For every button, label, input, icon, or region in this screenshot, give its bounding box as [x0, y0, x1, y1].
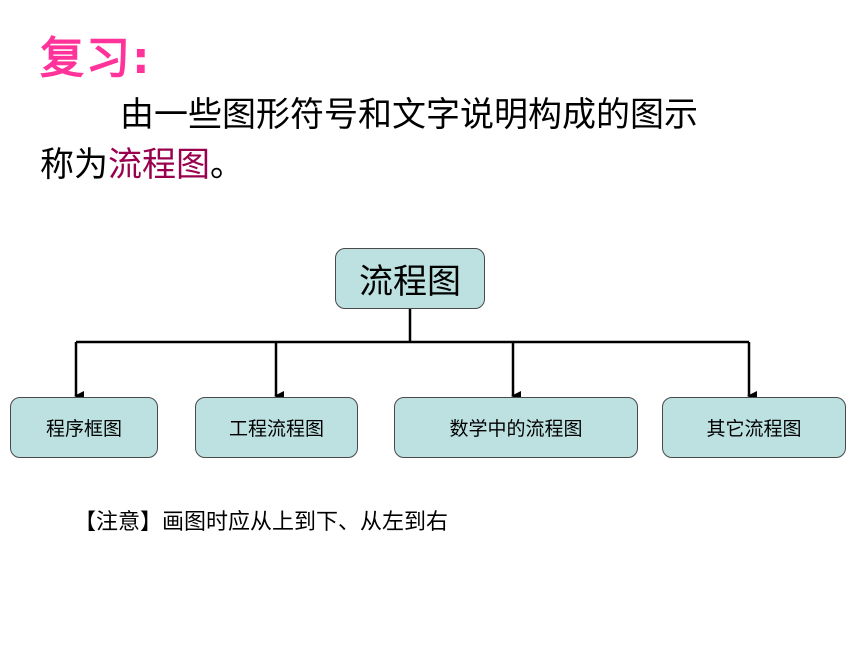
- child-node-label: 数学中的流程图: [449, 418, 583, 440]
- child-node-label: 其它流程图: [706, 418, 802, 440]
- root-node-label: 流程图: [359, 262, 461, 302]
- definition-line-1: 由一些图形符号和文字说明构成的图示: [120, 95, 698, 135]
- child-node-label: 工程流程图: [228, 418, 324, 440]
- definition-paragraph: 由一些图形符号和文字说明构成的图示 称为流程图。: [40, 90, 820, 190]
- note-text: 【注意】画图时应从上到下、从左到右: [74, 510, 449, 535]
- child-node-other-flowchart: 其它流程图: [662, 397, 846, 458]
- definition-line-2-suffix: 。: [210, 145, 244, 185]
- child-node-program-flowchart: 程序框图: [10, 397, 158, 458]
- child-node-label: 程序框图: [45, 418, 122, 440]
- child-node-engineering-flowchart: 工程流程图: [195, 397, 358, 458]
- child-node-math-flowchart: 数学中的流程图: [394, 397, 638, 458]
- definition-line-2-prefix: 称为: [40, 145, 108, 185]
- definition-term: 流程图: [108, 145, 210, 185]
- root-node: 流程图: [335, 248, 485, 309]
- slide-title: 复习:: [40, 33, 152, 84]
